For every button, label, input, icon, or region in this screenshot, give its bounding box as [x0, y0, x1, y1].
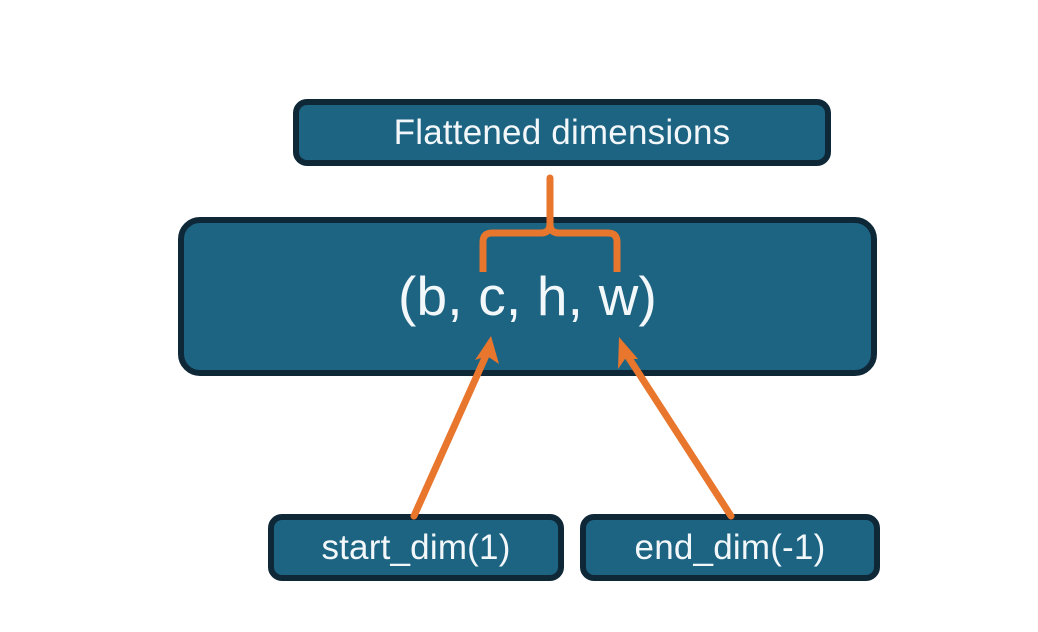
node-flattened-dimensions-label: Flattened dimensions: [393, 113, 731, 152]
node-start-dim-label: start_dim(1): [321, 528, 511, 567]
node-tensor-shape: (b, c, h, w): [178, 217, 877, 376]
node-end-dim: end_dim(-1): [580, 514, 880, 581]
node-start-dim: start_dim(1): [268, 514, 564, 581]
arrow-end-dim-line: [621, 348, 735, 520]
node-end-dim-label: end_dim(-1): [634, 528, 826, 567]
node-flattened-dimensions: Flattened dimensions: [293, 99, 831, 166]
node-tensor-shape-label: (b, c, h, w): [397, 265, 658, 327]
